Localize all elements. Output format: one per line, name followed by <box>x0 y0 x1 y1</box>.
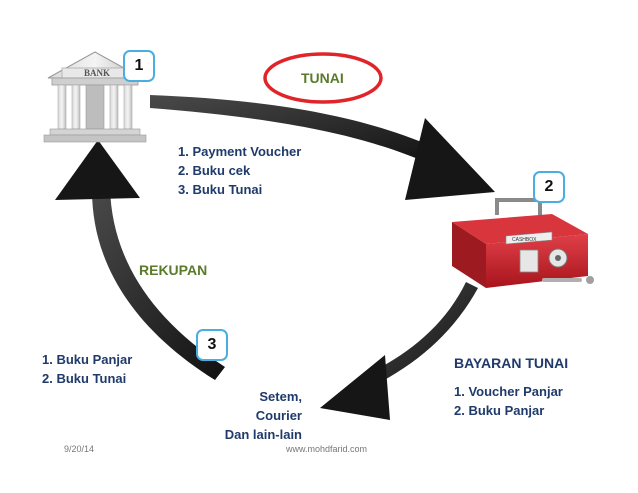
step-3-badge: 3 <box>196 329 228 361</box>
list-item: 1. Payment Voucher <box>178 144 302 159</box>
list-item: 1. Voucher Panjar <box>454 384 563 399</box>
setem-line: Courier <box>255 408 302 423</box>
list-item: 3. Buku Tunai <box>178 182 263 197</box>
bank-sign-text: BANK <box>84 68 110 78</box>
bayaran-tunai-heading: BAYARAN TUNAI <box>454 355 569 371</box>
cashbox-icon: CASHBOX <box>452 198 594 288</box>
step1-document-list: 1. Payment Voucher 2. Buku cek 3. Buku T… <box>178 142 301 199</box>
arrow-bank-to-cashbox <box>150 95 495 200</box>
setem-text-block: Setem, Courier Dan lain-lain <box>200 387 302 444</box>
rekupan-label: REKUPAN <box>139 262 208 278</box>
step3-document-list: 1. Buku Panjar 2. Buku Tunai <box>42 350 132 388</box>
list-item: 1. Buku Panjar <box>42 352 133 367</box>
step-2-badge: 2 <box>533 171 565 203</box>
tunai-label: TUNAI <box>301 70 344 86</box>
footer-date: 9/20/14 <box>64 444 95 454</box>
setem-line: Setem, <box>259 389 302 404</box>
tunai-highlight-oval <box>263 52 383 104</box>
footer-url: www.mohdfarid.com <box>286 444 368 454</box>
list-item: 2. Buku Tunai <box>42 371 127 386</box>
step-1-badge: 1 <box>123 50 155 82</box>
setem-line: Dan lain-lain <box>224 427 302 442</box>
list-item: 2. Buku Panjar <box>454 403 545 418</box>
list-item: 2. Buku cek <box>178 163 251 178</box>
cashbox-label-text: CASHBOX <box>512 237 537 243</box>
bayaran-document-list: 1. Voucher Panjar 2. Buku Panjar <box>454 382 563 420</box>
arrow-cashbox-to-setem <box>320 282 478 420</box>
